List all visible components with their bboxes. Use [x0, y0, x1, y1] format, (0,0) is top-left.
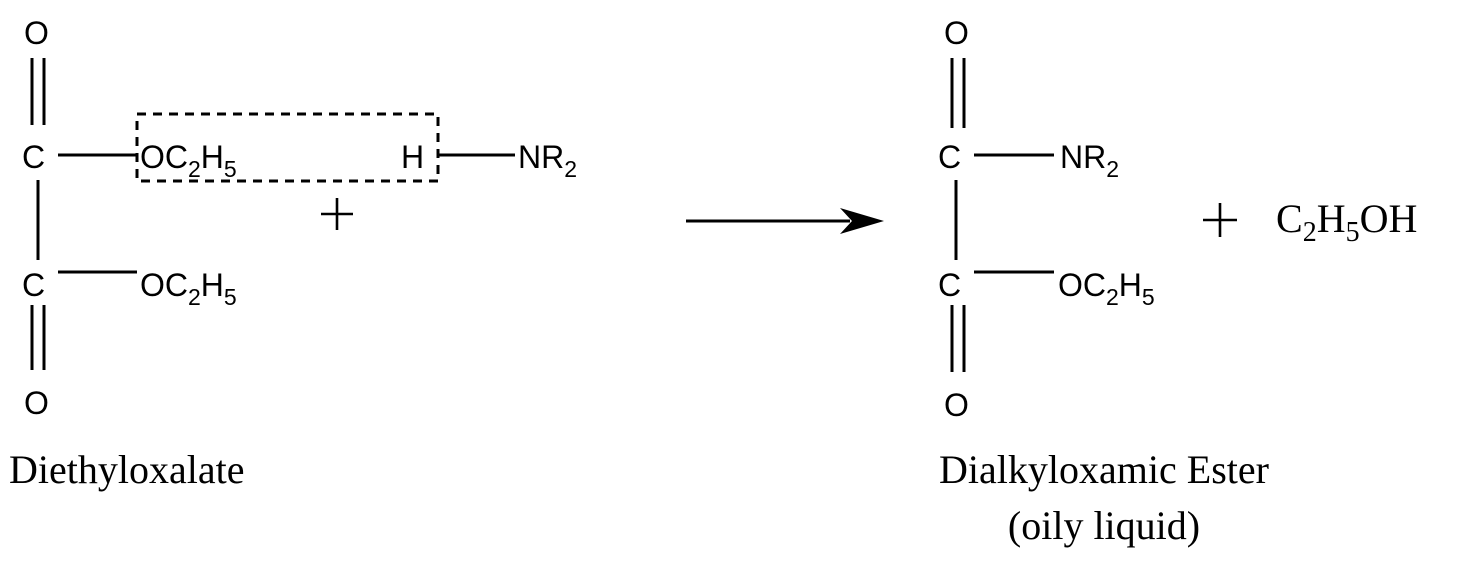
- elimination-dashed-box: [135, 112, 440, 183]
- plus-sign-reactants: [321, 198, 353, 230]
- product-caption-line1: Dialkyloxamic Ester: [939, 447, 1269, 492]
- amine-hydrogen: H: [401, 139, 424, 175]
- ethanol-formula: C2H5OH: [1276, 196, 1417, 248]
- arrow-head: [840, 208, 884, 234]
- dialkyloxamic-ester-structure: O C NR2 C OC2H5 O: [938, 15, 1155, 423]
- reactant-carbon-2: C: [22, 267, 45, 303]
- plus-sign-products: [1203, 203, 1237, 237]
- product-nr2-group: NR2: [1060, 139, 1119, 182]
- product-carbon-1: C: [938, 139, 961, 175]
- diethyloxalate-structure: O C OC2H5 C OC2H5 O: [22, 15, 237, 421]
- reactant-oxygen-bottom: O: [24, 385, 49, 421]
- reaction-arrow: [686, 208, 884, 234]
- product-carbon-2: C: [938, 267, 961, 303]
- product-ethoxy-group: OC2H5: [1058, 267, 1155, 310]
- reactant-carbon-1: C: [22, 139, 45, 175]
- reactant-ethoxy-bottom: OC2H5: [140, 267, 237, 310]
- reactant-ethoxy-top: OC2H5: [140, 139, 237, 182]
- product-oxygen-bottom: O: [944, 387, 969, 423]
- reactant-caption: Diethyloxalate: [9, 447, 244, 492]
- amine-nr2-group: NR2: [518, 139, 577, 182]
- amine-structure: H NR2: [401, 139, 577, 182]
- product-caption-line2: (oily liquid): [1008, 503, 1200, 548]
- reactant-oxygen-top: O: [24, 15, 49, 51]
- product-oxygen-top: O: [944, 15, 969, 51]
